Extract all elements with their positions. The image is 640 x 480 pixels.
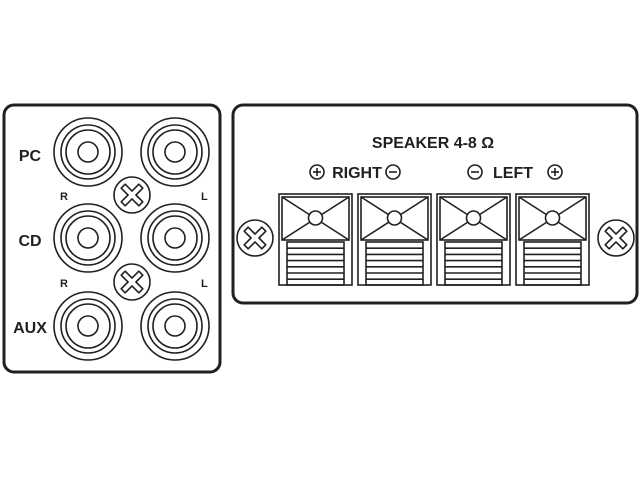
label-r: R	[60, 278, 68, 290]
rca-jack-pc-right[interactable]	[53, 117, 123, 187]
rca-jack-cd-left[interactable]	[140, 203, 210, 273]
input-panel: PC CD AUX R L R L	[2, 103, 222, 374]
screw-icon	[113, 263, 151, 301]
rca-jack-pc-left[interactable]	[140, 117, 210, 187]
rca-jack-cd-right[interactable]	[53, 203, 123, 273]
speaker-terminal[interactable]	[436, 193, 511, 286]
label-r: R	[60, 191, 68, 203]
label-l: L	[201, 278, 208, 290]
label-pc: PC	[19, 148, 42, 165]
plus-icon	[309, 164, 325, 180]
minus-icon	[467, 164, 483, 180]
speaker-panel: SPEAKER 4-8 Ω RIGHT LEFT	[231, 103, 639, 305]
label-l: L	[201, 191, 208, 203]
rca-jack-aux-left[interactable]	[140, 291, 210, 361]
plus-icon	[547, 164, 563, 180]
speaker-terminal[interactable]	[278, 193, 353, 286]
screw-icon	[597, 219, 635, 257]
minus-icon	[385, 164, 401, 180]
speaker-terminal[interactable]	[357, 193, 432, 286]
rca-jack-aux-right[interactable]	[53, 291, 123, 361]
speaker-terminal[interactable]	[515, 193, 590, 286]
speaker-title: SPEAKER 4-8 Ω	[372, 135, 494, 152]
label-right: RIGHT	[332, 165, 382, 182]
label-aux: AUX	[13, 320, 47, 337]
screw-icon	[236, 219, 274, 257]
screw-icon	[113, 176, 151, 214]
label-left: LEFT	[493, 165, 533, 182]
label-cd: CD	[18, 233, 41, 250]
